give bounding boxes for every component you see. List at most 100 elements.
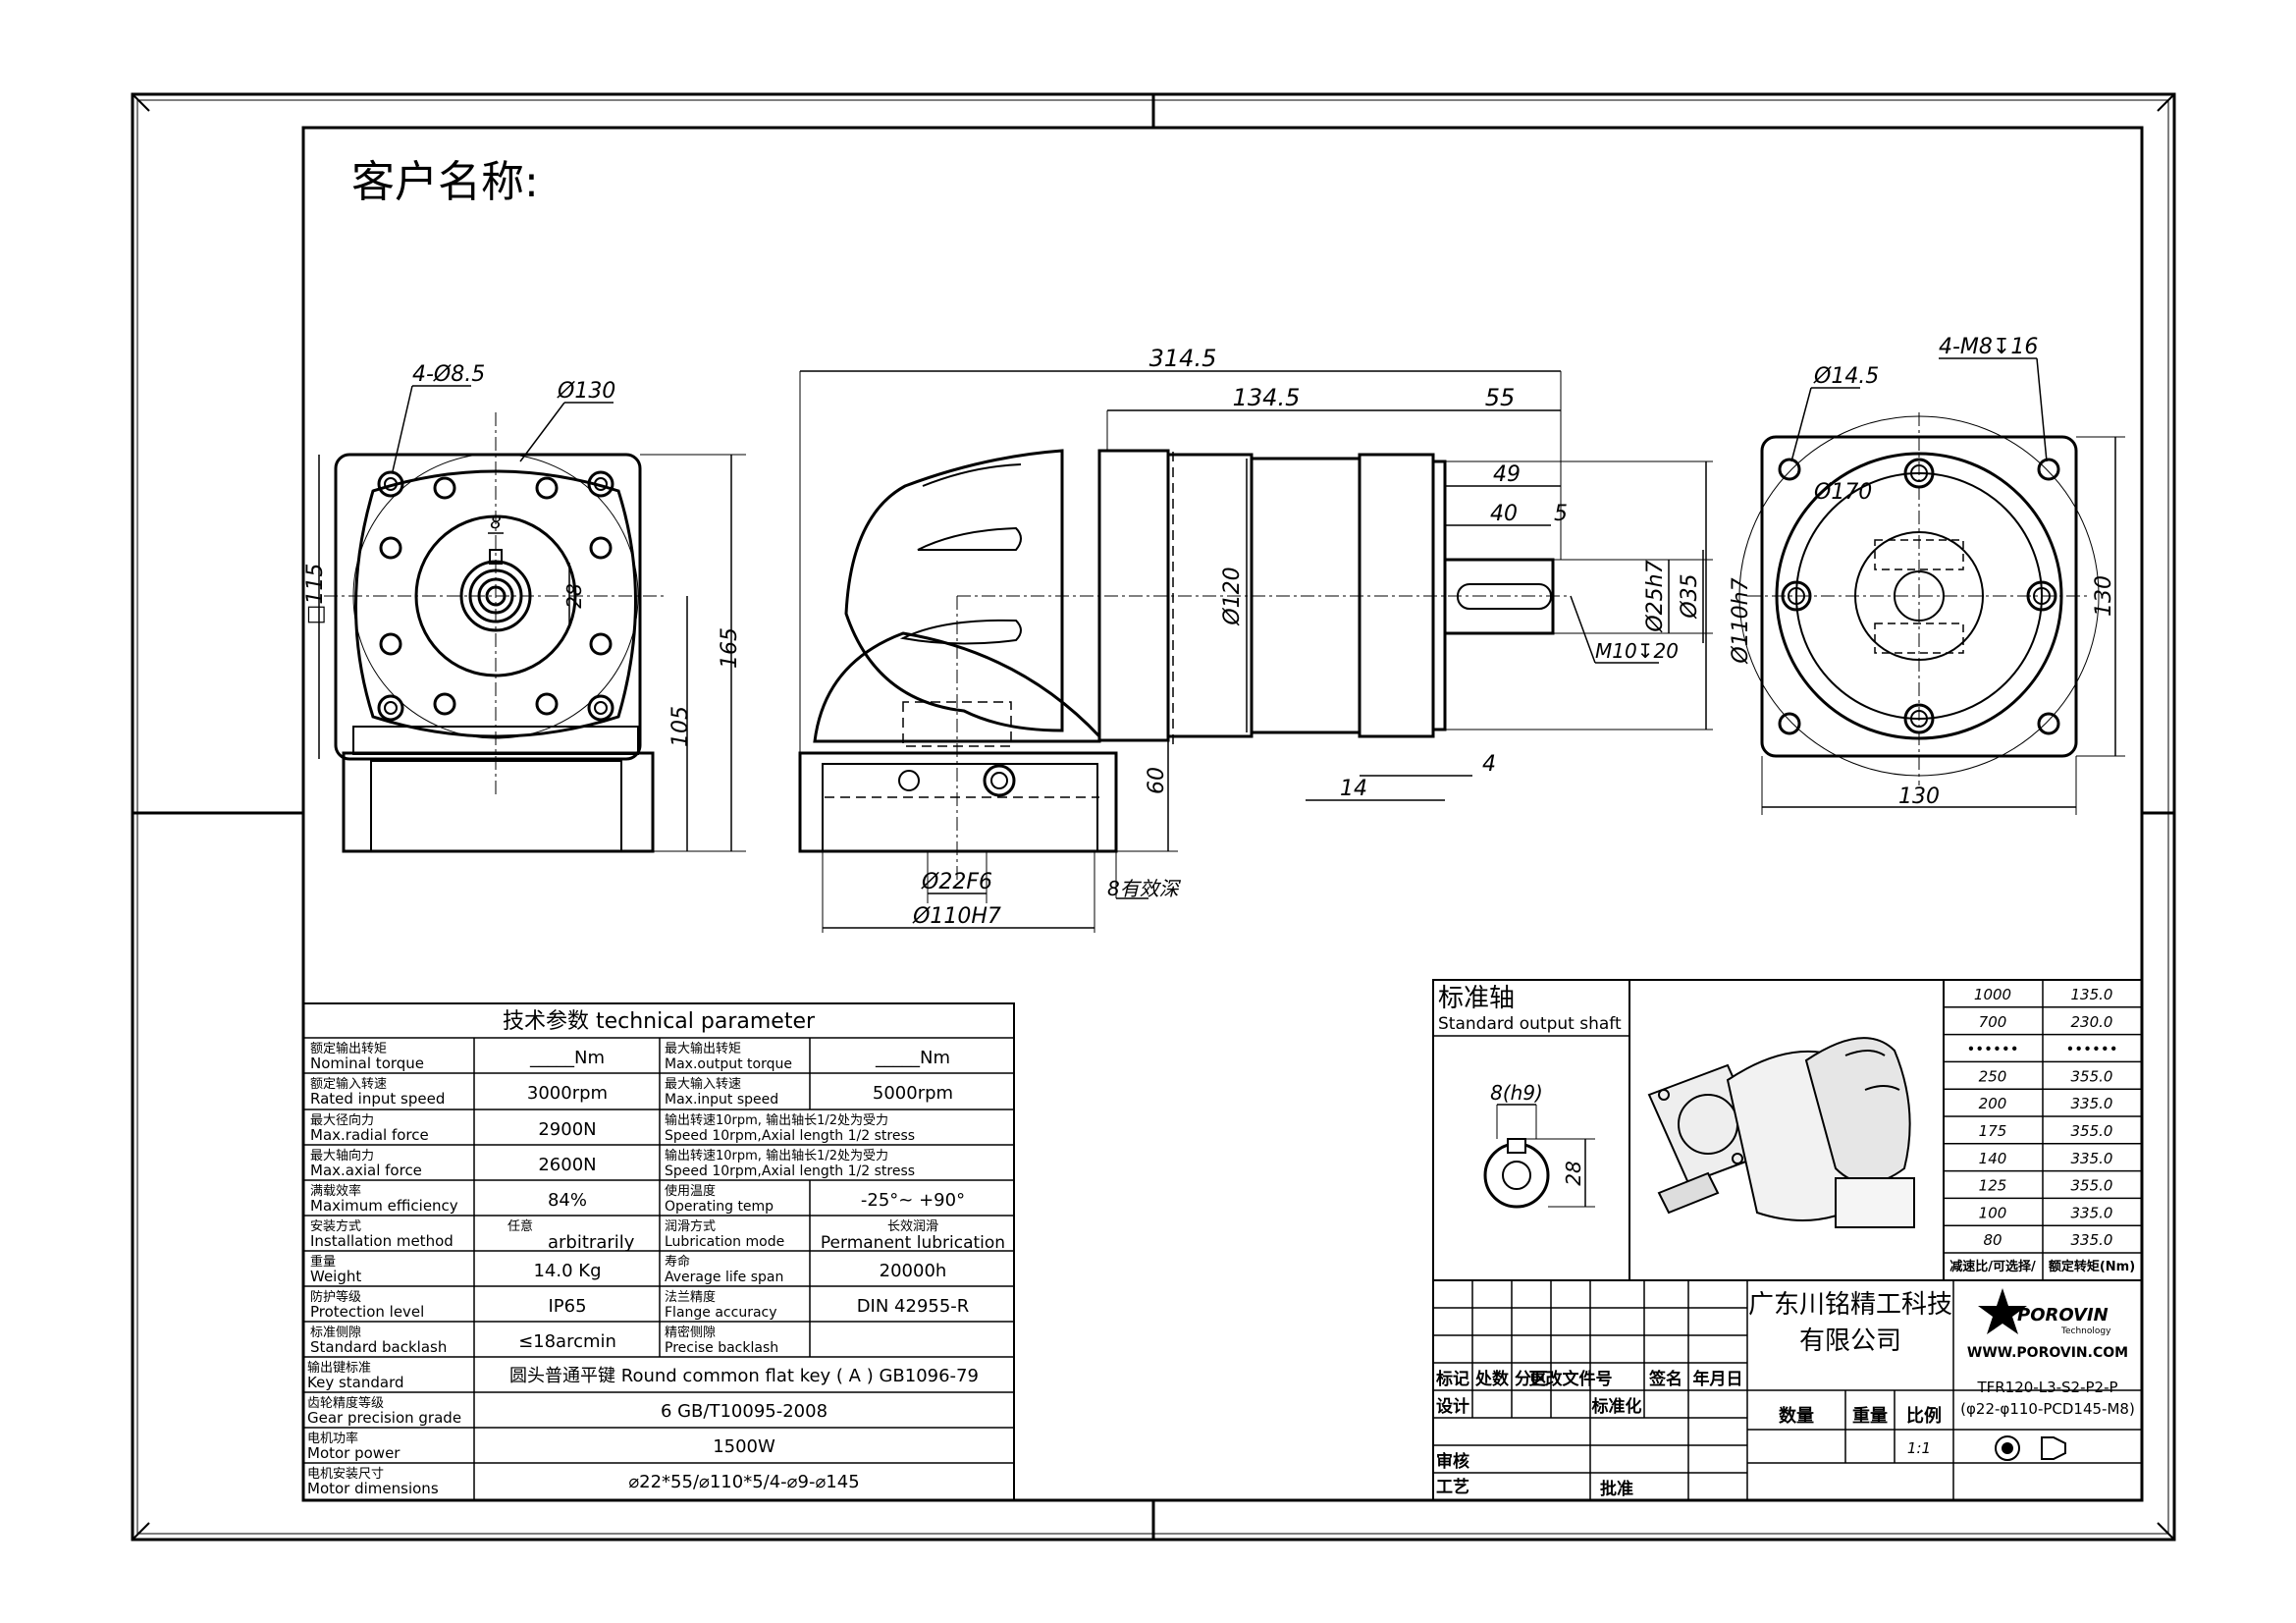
param-label-en: Speed 10rpm,Axial length 1/2 stress [665, 1163, 915, 1179]
param-label-en: Speed 10rpm,Axial length 1/2 stress [665, 1128, 915, 1144]
param-label-en: Max.radial force [310, 1126, 429, 1144]
param-value: 2900N [538, 1119, 596, 1140]
front-dims [318, 385, 746, 852]
param-label-cn: 安装方式 [310, 1218, 361, 1234]
title-header-cell: 标记 [1436, 1369, 1469, 1389]
param-label-cn: 电机功率 [307, 1431, 358, 1446]
motor-adapter-side-inner [822, 763, 1098, 852]
dim-output-holes: 4-M8↧16 [1939, 335, 2038, 359]
torque-value: 335.0 [2071, 1204, 2113, 1221]
leader [1790, 387, 1812, 462]
param-value: 20000h [880, 1261, 947, 1281]
dim-side-pilot-depth: 4 [1482, 752, 1496, 777]
access-hole [898, 770, 920, 791]
bolt-hole [535, 692, 559, 716]
motor-adapter [342, 751, 655, 853]
label-standardize: 标准化 [1592, 1396, 1642, 1417]
dim-front-keyheight: 28 [562, 583, 586, 608]
dim-front-key: 8 [490, 513, 501, 533]
param-label-cn: 精密侧隙 [665, 1325, 716, 1340]
output-dims [1761, 357, 2125, 815]
mount-hole [587, 470, 614, 498]
dim-output-hole-dia: Ø14.5 [1813, 364, 1879, 389]
dim-side-key: 49 [1493, 462, 1521, 487]
ratio-footer: 减速比/可选择/ [1949, 1259, 2036, 1274]
param-label-en: Operating temp [665, 1199, 774, 1215]
torque-value: 355.0 [2071, 1122, 2113, 1140]
clamp-screw-inner [990, 772, 1008, 789]
projection-circle-inner [2002, 1442, 2013, 1454]
param-label-cn: 额定输出转矩 [310, 1041, 387, 1056]
param-label-cn: 防护等级 [310, 1289, 361, 1305]
dim-side-offset-a: 40 [1490, 502, 1518, 526]
shaft-section-bore [1502, 1161, 1531, 1190]
corner-tick [2157, 93, 2175, 112]
param-label-cn: 法兰精度 [665, 1289, 716, 1305]
tap-hole [1778, 712, 1801, 735]
param-value: 84% [548, 1190, 587, 1211]
shaft-section-key [1507, 1138, 1526, 1154]
shaft-box-title-en: Standard output shaft [1438, 1014, 1622, 1034]
outer-frame [131, 92, 2176, 1542]
render-adapter [1835, 1177, 1915, 1228]
param-value: 14.0 Kg [533, 1261, 601, 1281]
dim-output-pcd: Ø170 [1813, 480, 1872, 505]
param-label-en: Max.axial force [310, 1162, 422, 1179]
tech-table-border [302, 1002, 1015, 1501]
param-label-en: Standard backlash [310, 1338, 447, 1356]
ratio-value: •••••• [1966, 1041, 2018, 1058]
param-value: 2600N [538, 1155, 596, 1175]
param-label-cn: 输出转速10rpm, 输出轴长1/2处为受力 [665, 1148, 888, 1163]
shaft-box-title-cn: 标准轴 [1438, 984, 1515, 1013]
motor-adapter-side [798, 751, 1118, 853]
model-line1: TFR120-L3-S2-P2-P [1976, 1379, 2117, 1396]
param-label-en: Maximum efficiency [310, 1197, 458, 1215]
label-review: 审核 [1436, 1451, 1469, 1472]
ratio-value: 140 [1979, 1150, 2007, 1167]
bolt-hole [535, 476, 559, 500]
param-label-en: Installation method [310, 1232, 454, 1250]
star-icon [1978, 1288, 2027, 1334]
side-view [798, 449, 1571, 884]
dim-side-motor-pilot: Ø110H7 [912, 904, 1001, 929]
bolt-hole [589, 536, 613, 560]
output-view [1738, 412, 2100, 785]
dim-front-holes: 4-Ø8.5 [412, 362, 485, 387]
param-value: IP65 [548, 1296, 586, 1317]
bolt-hole [433, 476, 456, 500]
param-label-cn: 寿命 [665, 1254, 690, 1270]
param-value: _____Nm [529, 1048, 605, 1068]
torque-value: 135.0 [2071, 986, 2113, 1003]
corner-tick [132, 1522, 150, 1541]
dim-front-center: 105 [668, 706, 693, 747]
mount-hole-inner [594, 477, 608, 491]
brand-website: WWW.POROVIN.COM [1967, 1345, 2128, 1361]
label-approve: 批准 [1600, 1479, 1633, 1499]
dim-side-body: 134.5 [1233, 384, 1301, 411]
shaft-box-height-label: 28 [1562, 1161, 1585, 1185]
dim-side-flange: 14 [1340, 777, 1367, 801]
param-label-cn: 最大输入转速 [665, 1076, 741, 1092]
torque-value: 230.0 [2071, 1013, 2113, 1031]
param-label-cn: 标准侧隙 [310, 1325, 361, 1340]
tech-table-title: 技术参数 technical parameter [503, 1009, 816, 1034]
projection-symbol-icon [1995, 1435, 2066, 1461]
cooling-slot [917, 526, 1022, 552]
bolt-hole [379, 536, 402, 560]
leader [1570, 595, 1596, 664]
dim-output-width: 130 [1898, 784, 1940, 809]
corner-tick [132, 93, 150, 112]
company-line1: 广东川铭精工科技 [1748, 1290, 1952, 1320]
torque-footer: 额定转矩(Nm) [2049, 1259, 2135, 1274]
bolt-hole [589, 632, 613, 656]
param-label-en: Gear precision grade [307, 1409, 461, 1427]
param-label-cn: 最大径向力 [310, 1112, 374, 1128]
torque-value: 355.0 [2071, 1067, 2113, 1085]
mount-hole [587, 694, 614, 722]
torque-value: 335.0 [2071, 1095, 2113, 1112]
param-label-en: Max.output torque [665, 1056, 792, 1072]
mount-hole-inner [384, 477, 398, 491]
